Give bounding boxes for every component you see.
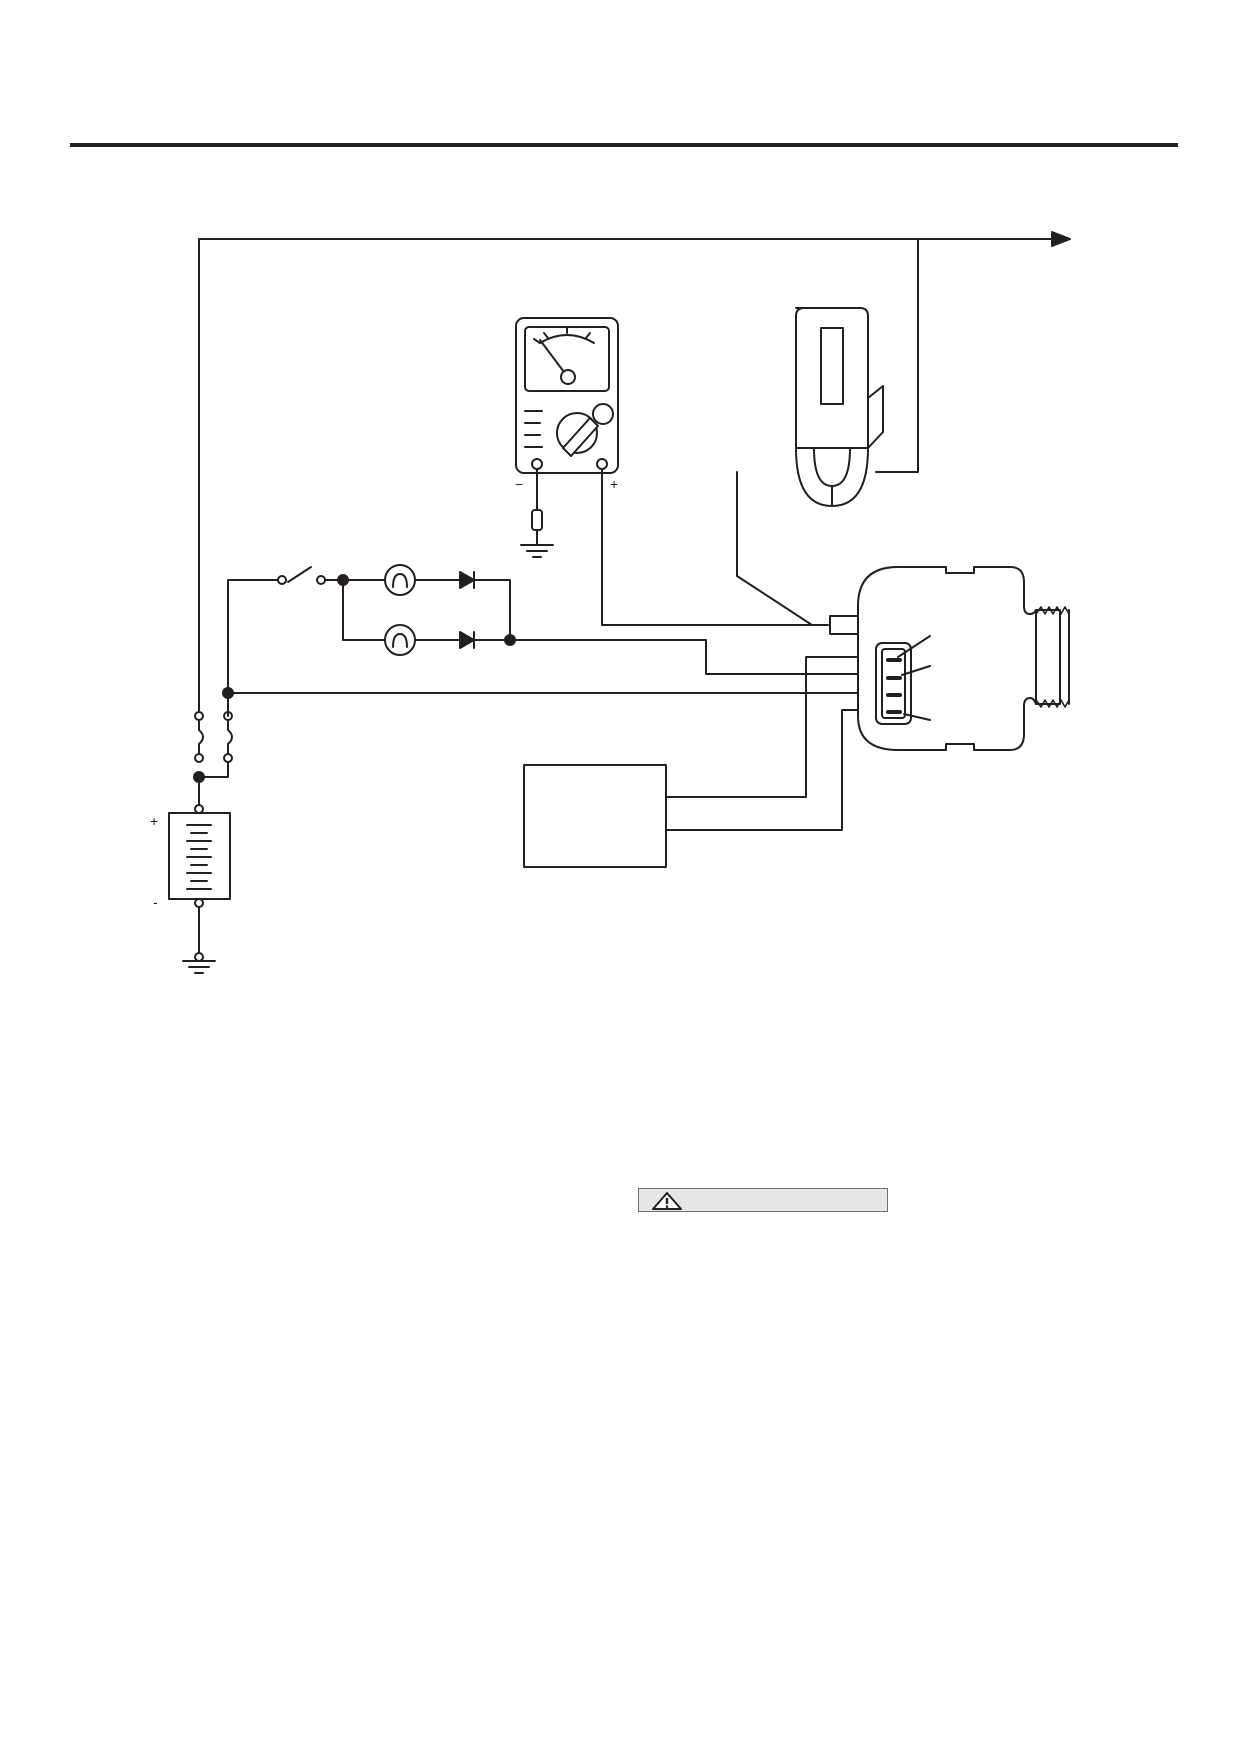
- meter-negative-jack: [531, 458, 543, 470]
- alternator: [829, 566, 1070, 751]
- battery-junction-node: [193, 771, 205, 783]
- ground-probe: [531, 509, 543, 531]
- battery: [168, 812, 231, 900]
- fuse-1-end: [194, 753, 204, 763]
- meter-button: [592, 403, 614, 425]
- fuse-1: [198, 715, 204, 759]
- meter-needle: [539, 339, 568, 377]
- clamp-lead-wire: [736, 471, 813, 626]
- warning-triangle-icon: [652, 1192, 682, 1210]
- header-rule: [70, 143, 1178, 147]
- voltmeter-positive-lead: [601, 468, 829, 626]
- ignition-switch: [287, 566, 312, 583]
- voltmeter-positive-label: +: [610, 476, 618, 492]
- module-wire-1: [665, 656, 881, 798]
- clamp-return-wire: [875, 238, 919, 473]
- battery-negative-label: -: [153, 894, 158, 910]
- top-supply-wire: [198, 238, 1055, 718]
- clamp-ammeter: [795, 307, 884, 507]
- alternator-connector: [875, 642, 912, 725]
- caution-bar: [638, 1188, 888, 1212]
- output-terminal: [829, 615, 859, 635]
- voltmeter-negative-label: −: [515, 476, 523, 492]
- lamp-1-wire: [342, 579, 511, 641]
- voltmeter: [515, 317, 619, 474]
- battery-positive-label: +: [150, 813, 158, 829]
- indicator-lamp-2: [384, 624, 416, 656]
- diode-2: [459, 631, 475, 649]
- fuse-junction-wire: [198, 757, 229, 778]
- diode-1: [459, 571, 475, 589]
- fuse-2-end: [223, 753, 233, 763]
- meter-positive-jack: [596, 458, 608, 470]
- arrow-head: [1051, 231, 1071, 247]
- battery-positive-terminal: [194, 804, 204, 814]
- switch-feed-wire: [227, 579, 279, 717]
- battery-ground-symbol: [182, 960, 216, 974]
- indicator-lamp-1: [384, 564, 416, 596]
- sense-junction-node: [222, 687, 234, 699]
- probe-ground-symbol: [520, 529, 554, 558]
- module-wire-2: [665, 709, 881, 831]
- fuse-2: [227, 715, 233, 759]
- lamp-output-wire: [509, 639, 881, 675]
- lamp-2-wire: [342, 579, 511, 641]
- control-module: [523, 764, 667, 868]
- battery-negative-terminal: [194, 898, 204, 908]
